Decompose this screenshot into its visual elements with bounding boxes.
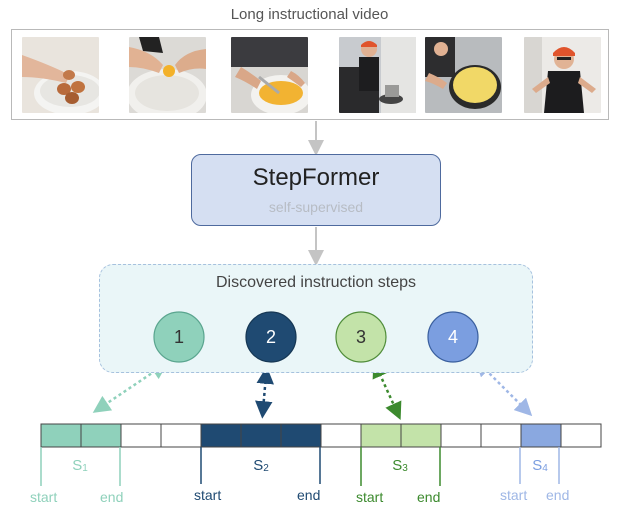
segment1-label: S1 xyxy=(72,457,88,474)
frame-at-stove xyxy=(339,37,416,113)
model-name: StepFormer xyxy=(252,164,380,191)
segment4-end-label: end xyxy=(546,487,570,503)
timeline-cell-14 xyxy=(560,423,602,448)
segment4-start-label: start xyxy=(500,487,528,503)
arrow-step1-to-segment xyxy=(92,362,169,413)
video-title: Long instructional video xyxy=(230,6,389,23)
step-node-1-label: 1 xyxy=(173,327,184,347)
segment1-start-label: start xyxy=(30,489,58,505)
segment2-label: S2 xyxy=(253,457,269,474)
arrow-step3-to-segment xyxy=(372,360,402,420)
discovered-steps-title: Discovered instruction steps xyxy=(215,274,417,291)
segment4-label: S4 xyxy=(532,457,548,474)
step-node-4 xyxy=(427,311,479,363)
step-node-3-label: 3 xyxy=(355,327,366,347)
segment3-label: S3 xyxy=(392,457,408,474)
segment2-end-label: end xyxy=(297,487,321,503)
frame-omelette-pan xyxy=(425,37,502,113)
timeline-bar xyxy=(40,423,602,448)
step-node-3 xyxy=(335,311,387,363)
frame-cracking-egg xyxy=(129,37,206,113)
video-filmstrip xyxy=(11,29,609,120)
segment3-end-label: end xyxy=(417,489,441,505)
step-node-4-label: 4 xyxy=(447,327,458,347)
frame-presenter xyxy=(524,37,601,113)
step-node-1 xyxy=(153,311,205,363)
model-box xyxy=(191,154,441,226)
arrow-step4-to-segment xyxy=(474,358,533,417)
model-subtitle: self-supervised xyxy=(268,199,364,215)
step-node-2-label: 2 xyxy=(265,327,276,347)
segment2-start-label: start xyxy=(194,487,222,503)
frame-whisking xyxy=(231,37,308,113)
segment1-end-label: end xyxy=(100,489,124,505)
frame-eggs-in-bowl xyxy=(22,37,99,113)
step-node-2 xyxy=(245,311,297,363)
segment3-start-label: start xyxy=(356,489,384,505)
